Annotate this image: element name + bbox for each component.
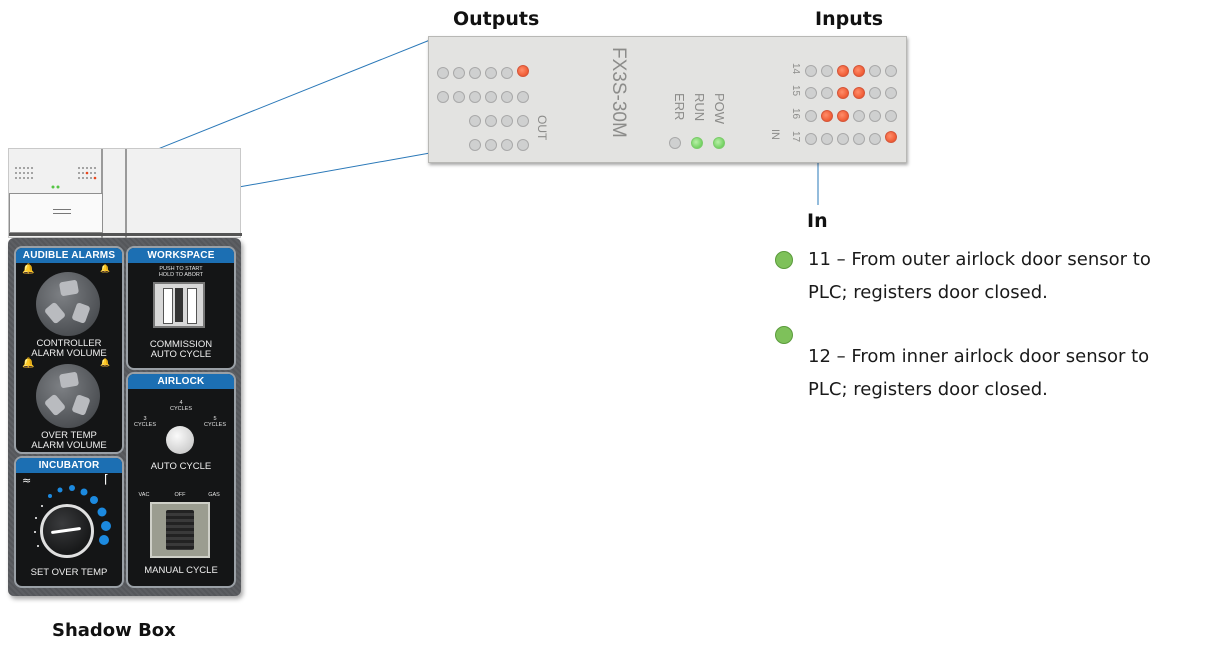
airlock-header: AIRLOCK [128, 374, 234, 389]
cycles-5-label: 5 CYCLES [203, 416, 226, 428]
bell-quiet-icon: 🔔 [100, 264, 110, 273]
in-label: IN [769, 129, 781, 140]
thermometer-icon: ⌈ [104, 472, 109, 486]
cabinet-top [8, 148, 242, 239]
input-number-14: 14 [790, 63, 801, 75]
plc-module: OUT FX3S-30M ERR RUN POW IN 14 15 16 17 [428, 36, 907, 163]
legend-item-12-line2: PLC; registers door closed. [808, 379, 1048, 400]
run-label: RUN [692, 93, 707, 122]
airlock-module: AIRLOCK 4 CYCLES 3 CYCLES 5 CYCLES AUTO … [126, 372, 236, 588]
manual-cycle-label: MANUAL CYCLE [144, 565, 218, 576]
legend-dot-11 [775, 251, 793, 269]
pow-led [713, 137, 725, 149]
legend-item-11-line2: PLC; registers door closed. [808, 282, 1048, 303]
switch-gas-label: GAS [208, 492, 220, 498]
push-to-start-instruction: PUSH TO START HOLD TO ABORT [158, 266, 204, 278]
bell-icon: 🔔 [22, 264, 35, 275]
commission-auto-cycle-label: COMMISSION AUTO CYCLE [149, 339, 213, 360]
audible-alarms-module: AUDIBLE ALARMS 🔔 🔔 CONTROLLER ALARM VOLU… [14, 246, 124, 454]
outputs-label: Outputs [453, 8, 540, 30]
controller-alarm-volume-label: CONTROLLER ALARM VOLUME [31, 338, 107, 359]
set-over-temp-label: SET OVER TEMP [30, 567, 108, 578]
audible-alarms-header: AUDIBLE ALARMS [16, 248, 122, 263]
bell-icon-2: 🔔 [22, 358, 35, 369]
over-temp-dial-scale [34, 485, 111, 547]
inputs-label: Inputs [815, 8, 884, 30]
incubator-module: INCUBATOR ≈ ⌈ SET OVER TEMP [14, 456, 124, 588]
legend-dot-12 [775, 326, 793, 344]
pow-label: POW [712, 93, 727, 125]
workspace-module: WORKSPACE PUSH TO START HOLD TO ABORT CO… [126, 246, 236, 370]
heat-icon: ≈ [22, 474, 32, 487]
workspace-header: WORKSPACE [128, 248, 234, 263]
incubator-header: INCUBATOR [16, 458, 122, 473]
input-number-17: 17 [790, 131, 801, 143]
set-over-temp-knob[interactable] [40, 504, 94, 558]
legend-item-11: 11 – From outer airlock door sensor to P… [808, 243, 1151, 309]
switch-off-label: OFF [174, 492, 186, 498]
bell-quiet-icon-2: 🔔 [100, 358, 110, 367]
legend-item-12: 12 – From inner airlock door sensor to P… [808, 340, 1149, 406]
commission-auto-cycle-button[interactable] [153, 282, 205, 328]
cycles-3-label: 3 CYCLES [133, 416, 156, 428]
cabinet-led-clusters [15, 167, 97, 189]
switch-vac-label: VAC [138, 492, 150, 498]
shadow-box-label: Shadow Box [52, 620, 176, 641]
auto-cycle-label: AUTO CYCLE [150, 461, 212, 472]
control-panel: AUDIBLE ALARMS 🔔 🔔 CONTROLLER ALARM VOLU… [8, 238, 241, 596]
err-led [669, 137, 681, 149]
cycles-4-label: 4 CYCLES [169, 400, 192, 412]
in-label-heading: In [807, 210, 828, 232]
plc-model-label: FX3S-30M [608, 47, 629, 138]
controller-alarm-volume-knob[interactable] [36, 272, 100, 336]
run-led [691, 137, 703, 149]
legend-item-11-line1: 11 – From outer airlock door sensor to [808, 249, 1151, 270]
over-temp-alarm-volume-label: OVER TEMP ALARM VOLUME [31, 430, 107, 451]
manual-cycle-switch[interactable] [150, 502, 210, 558]
legend-item-12-line1: 12 – From inner airlock door sensor to [808, 346, 1150, 367]
err-label: ERR [672, 93, 687, 121]
auto-cycle-knob[interactable] [166, 426, 194, 454]
input-number-16: 16 [790, 108, 801, 120]
out-label: OUT [535, 115, 549, 141]
over-temp-alarm-volume-knob[interactable] [36, 364, 100, 428]
input-number-15: 15 [790, 85, 801, 97]
